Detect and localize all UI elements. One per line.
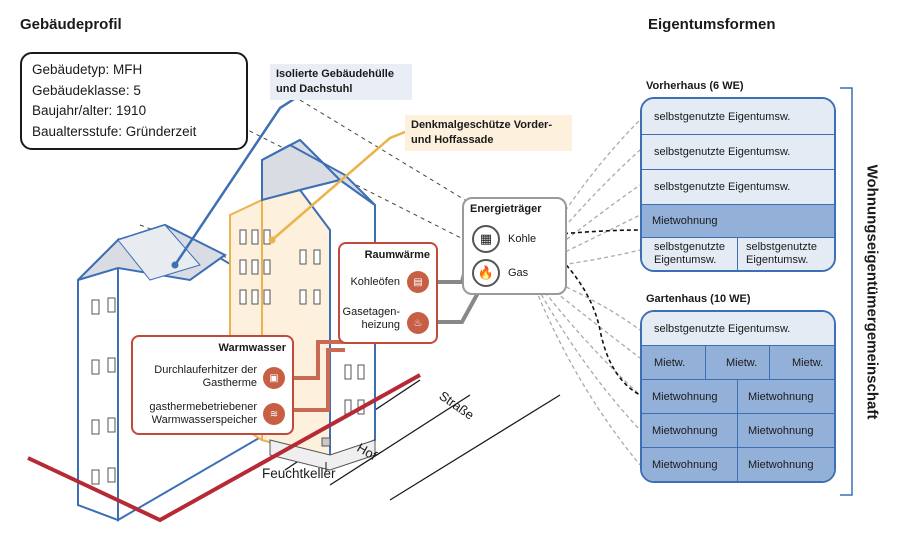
- garden-unit-small-3: Mietw.: [770, 346, 834, 380]
- gas-label: Gas: [508, 267, 529, 279]
- building-profile-box: Gebäudetyp: MFH Gebäudeklasse: 5 Baujahr…: [20, 52, 248, 150]
- owners-association-label: Wohnungseigentümergemeinschaft: [863, 164, 881, 420]
- garden-house-title: Gartenhaus (10 WE): [646, 293, 751, 305]
- red-base-outline: [27, 373, 421, 523]
- front-unit-6: selbstgenutzte Eigentumsw.: [738, 238, 834, 270]
- hot-water-title: Warmwasser: [218, 342, 286, 354]
- basement-marker: [321, 437, 331, 447]
- garden-unit-c2: Mietwohnung: [738, 448, 834, 481]
- community-bracket: [840, 87, 853, 496]
- garden-unit-c1: Mietwohnung: [642, 448, 738, 481]
- coal-stove-icon: ▤: [407, 271, 429, 293]
- profile-class: Gebäudeklasse: 5: [32, 82, 141, 98]
- garden-unit-a1: Mietwohnung: [642, 380, 738, 414]
- front-house-title: Vorherhaus (6 WE): [646, 80, 744, 92]
- front-house-box: selbstgenutzte Eigentumsw. selbstgenutzt…: [640, 97, 836, 272]
- garden-unit-a2: Mietwohnung: [738, 380, 834, 414]
- gas-flame-icon: 🔥: [472, 259, 500, 287]
- front-unit-1: selbstgenutzte Eigentumsw.: [642, 99, 834, 135]
- storage-heater-icon: ≋: [263, 403, 285, 425]
- insulation-dot: [171, 261, 179, 269]
- front-unit-3: selbstgenutzte Eigentumsw.: [642, 170, 834, 205]
- flow-heater-icon: ▣: [263, 367, 285, 389]
- gas-heating-label: Gasetagen-heizung: [342, 306, 400, 331]
- profile-heading: Gebäudeprofil: [20, 16, 122, 33]
- gas-heater-icon: ♨: [407, 312, 429, 334]
- ownership-heading: Eigentumsformen: [648, 16, 776, 33]
- insulation-callout: Isolierte Gebäudehülle und Dachstuhl: [270, 64, 412, 100]
- energy-carrier-title: Energieträger: [470, 203, 542, 215]
- profile-type: Gebäudetyp: MFH: [32, 62, 143, 77]
- energy-carrier-box: Energieträger ▦ Kohle 🔥 Gas: [462, 197, 567, 295]
- basement: [269, 439, 376, 471]
- storage-heater-label: gasthermebetriebener Warmwasserspeicher: [149, 401, 257, 426]
- coal-icon: ▦: [472, 225, 500, 253]
- garden-unit-top: selbstgenutzte Eigentumsw.: [642, 312, 834, 346]
- hot-water-panel: Warmwasser Durchlauferhitzer der Gasther…: [131, 335, 294, 435]
- hotwater-pipe-2: [274, 348, 345, 412]
- garden-unit-b1: Mietwohnung: [642, 414, 738, 448]
- windows: [91, 229, 365, 485]
- room-heating-panel: Raumwärme Kohleöfen ▤ Gasetagen-heizung …: [338, 242, 438, 344]
- monument-callout: Denkmalgeschütze Vorder- und Hoffassade: [405, 115, 572, 151]
- room-heating-title: Raumwärme: [364, 249, 430, 261]
- monument-leader: [271, 128, 411, 241]
- garden-unit-small-2: Mietw.: [706, 346, 770, 380]
- profile-age-class: Baualtersstufe: Gründerzeit: [32, 123, 197, 139]
- flow-heater-label: Durchlauferhitzer der Gastherme: [154, 364, 257, 389]
- garden-unit-b2: Mietwohnung: [738, 414, 834, 448]
- monument-dot: [268, 236, 276, 244]
- garden-unit-small-1: Mietw.: [642, 346, 706, 380]
- damp-basement-label: Feuchtkeller: [262, 466, 336, 481]
- front-unit-4: Mietwohnung: [642, 205, 834, 238]
- front-unit-2: selbstgenutzte Eigentumsw.: [642, 135, 834, 170]
- garden-house-box: selbstgenutzte Eigentumsw. Mietw. Mietw.…: [640, 310, 836, 483]
- coal-stove-label: Kohleöfen: [350, 276, 400, 288]
- coal-label: Kohle: [508, 233, 537, 245]
- front-unit-5: selbstgenutzte Eigentumsw.: [642, 238, 738, 270]
- profile-year: Baujahr/alter: 1910: [32, 103, 147, 118]
